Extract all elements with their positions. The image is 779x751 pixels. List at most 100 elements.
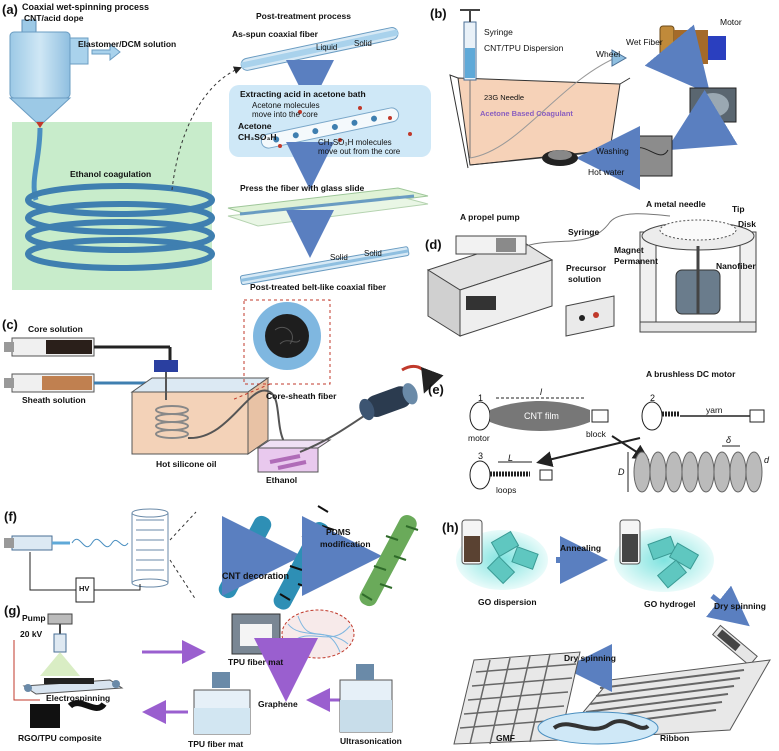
- dry-spinning-label-2: Dry spinning: [564, 653, 616, 663]
- go-dispersion-label: GO dispersion: [478, 597, 537, 607]
- panel-h-graphics: [453, 519, 771, 745]
- core-syringe: [4, 337, 170, 357]
- pump-label-d: A propel pump: [460, 212, 520, 222]
- disk-label: Disk: [738, 219, 756, 229]
- panel-d-label: (d): [425, 237, 442, 252]
- motor-label-e: motor: [468, 433, 490, 443]
- loops-label: loops: [496, 485, 517, 495]
- coil-schematic: [633, 451, 763, 493]
- tpu-mat-label-2: TPU fiber mat: [188, 739, 244, 749]
- panel-d-graphics: [426, 213, 757, 337]
- core-dope-label: CNT/acid dope: [24, 13, 84, 23]
- control-box: [565, 295, 615, 337]
- photo-rgo-composite: [30, 704, 60, 728]
- press-label: Press the fiber with glass slide: [240, 183, 365, 193]
- sheath-syringe: [4, 373, 158, 393]
- gmf-label: GMF: [496, 733, 515, 743]
- cnt-film: [490, 401, 590, 431]
- post-treatment-title: Post-treatment process: [256, 11, 351, 21]
- dry-spinning-label-1: Dry spinning: [714, 601, 766, 611]
- sheath-inlet-arrow: [91, 42, 121, 62]
- sheath-solution-label-c: Sheath solution: [22, 395, 86, 405]
- step-3: 3: [478, 451, 484, 461]
- ribbon-label: Ribbon: [660, 733, 690, 743]
- extract-title: Extracting acid in acetone bath: [240, 89, 366, 99]
- coagulant-label: Acetone Based Coagulant: [480, 109, 573, 118]
- panel-b-graphics: [449, 9, 738, 190]
- washing-label: Washing: [596, 146, 629, 156]
- tpu-mat-label-1: TPU fiber mat: [228, 657, 284, 667]
- pdms-label-line1: PDMS: [326, 527, 351, 537]
- step-1: 1: [478, 393, 484, 403]
- syringe-label-b: Syringe: [484, 27, 513, 37]
- precursor-label-line1: Precursor: [566, 263, 607, 273]
- silicone-oil-label: Hot silicone oil: [156, 459, 217, 469]
- length-L-label: L: [508, 453, 514, 463]
- needle-label: 23G Needle: [484, 93, 525, 102]
- step-2: 2: [650, 393, 656, 403]
- panel-f-label: (f): [4, 509, 17, 524]
- graphene-label: Graphene: [258, 699, 298, 709]
- yarn-label: yarn: [706, 405, 723, 415]
- panel-a-label: (a): [2, 2, 18, 17]
- block-label: block: [586, 429, 606, 439]
- acetone-move-line2: move into the core: [252, 110, 318, 119]
- annealing-label: Annealing: [560, 543, 602, 553]
- magnet-label: Magnet: [614, 245, 644, 255]
- d-label: d: [764, 455, 770, 465]
- metal-needle-label: A metal needle: [646, 199, 706, 209]
- panel-g-graphics: [13, 609, 393, 735]
- silicone-oil-bath: [131, 391, 249, 455]
- acetone-legend: Acetone: [238, 121, 272, 131]
- ultrasonication-label: Ultrasonication: [340, 736, 402, 746]
- core-sheath-fiber-label: Core-sheath fiber: [266, 391, 337, 401]
- pump-label-g: Pump: [22, 613, 46, 623]
- dry-spinning-syringe: [711, 624, 758, 667]
- panel-c-graphics: [4, 299, 444, 473]
- ethanol-label-c: Ethanol: [266, 475, 298, 485]
- syringe-label-d: Syringe: [568, 227, 600, 237]
- coagulation-label: Ethanol coagulation: [70, 169, 152, 179]
- dc-motor-label: A brushless DC motor: [646, 369, 736, 379]
- winding-drum: [659, 25, 675, 69]
- spinneret-tank: [9, 31, 71, 99]
- ch3so3h-move-line2: move out from the core: [318, 147, 401, 156]
- nanofiber-label: Nanofiber: [716, 261, 756, 271]
- cnt-film-label: CNT film: [524, 411, 559, 421]
- acetone-move-line1: Acetone molecules: [252, 101, 320, 110]
- electrospinning-label: Electrospinning: [46, 693, 111, 703]
- fiber-coil-a: [25, 183, 215, 271]
- delta-label: δ: [726, 435, 732, 445]
- panel-c-label: (c): [2, 317, 18, 332]
- permanent-label: Permanent: [614, 256, 658, 266]
- wheel-label: Wheel: [596, 49, 621, 59]
- pdms-modified-fiber: [359, 514, 417, 607]
- panel-b-label: (b): [430, 6, 447, 21]
- precursor-label-line2: solution: [568, 274, 602, 284]
- rgo-composite-label: RGO/TPU composite: [18, 733, 102, 743]
- voltage-label: 20 kV: [20, 629, 43, 639]
- panel-a-graphics: [8, 19, 431, 290]
- panel-e-graphics: [469, 397, 765, 493]
- liquid-label: Liquid: [316, 43, 338, 52]
- panel-f-graphics: [4, 505, 419, 610]
- dispersion-label: CNT/TPU Dispersion: [484, 43, 564, 53]
- diameter-D-label: D: [618, 467, 625, 477]
- collector-roller: [359, 383, 418, 421]
- panel-h-label: (h): [442, 520, 459, 535]
- panel-e-label: (e): [428, 382, 444, 397]
- solid-label-b: Solid: [364, 249, 382, 258]
- ch3so3h-legend: CH₃SO₃H: [238, 132, 277, 142]
- panel-g-label: (g): [4, 603, 21, 618]
- process-title-a: Coaxial wet-spinning process: [22, 2, 150, 12]
- length-l-label: l: [540, 387, 542, 397]
- motor-label-b: Motor: [720, 17, 742, 27]
- coaxial-nozzle: [154, 360, 178, 372]
- rotating-collector-f: [131, 508, 169, 588]
- sheath-solution-label: Elastomer/DCM solution: [78, 39, 177, 49]
- final-fiber-label: Post-treated belt-like coaxial fiber: [250, 282, 387, 292]
- go-hydrogel-label: GO hydrogel: [644, 599, 696, 609]
- solid-label-top: Solid: [354, 39, 372, 48]
